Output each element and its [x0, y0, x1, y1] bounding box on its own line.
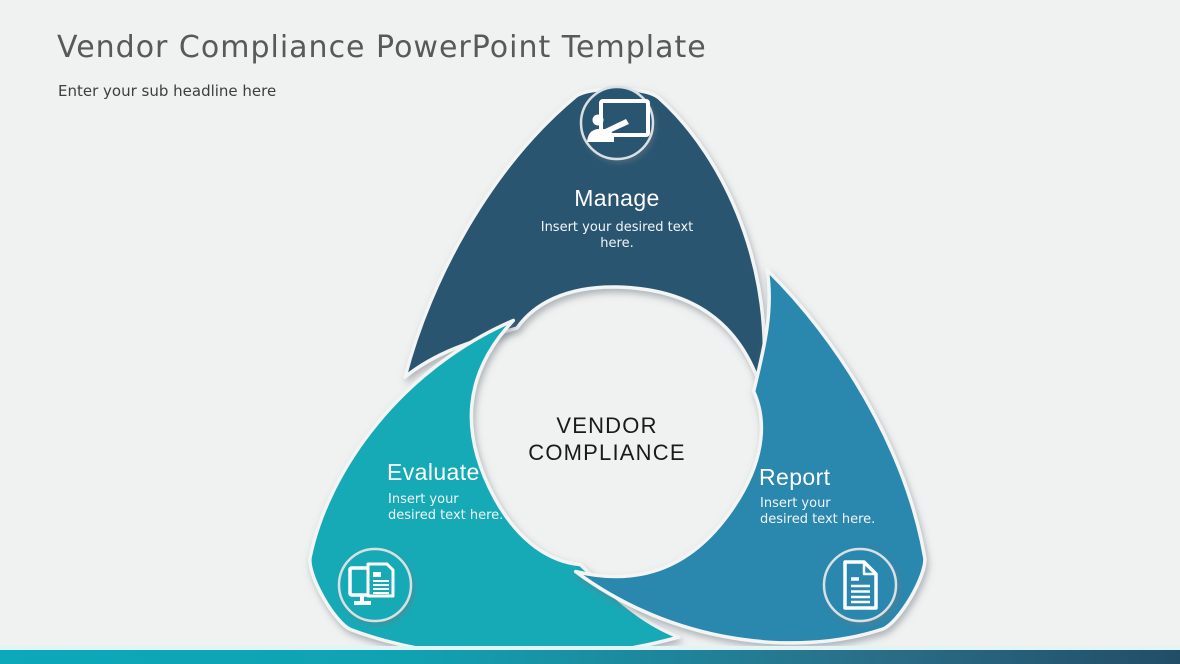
evaluate-desc-line1: Insert your	[388, 492, 459, 507]
segment-desc-report[interactable]: Insert your desired text here.	[760, 496, 875, 528]
segment-shape-report[interactable]	[573, 262, 1016, 664]
presenter-whiteboard-icon	[587, 99, 650, 142]
page-title[interactable]: Vendor Compliance PowerPoint Template	[57, 30, 707, 65]
monitor-document-icon	[348, 562, 395, 605]
segment-desc-evaluate[interactable]: Insert your desired text here.	[388, 492, 503, 524]
segment-label-report[interactable]: Report	[759, 464, 831, 490]
manage-icon-circle[interactable]	[579, 85, 655, 161]
footer-highlight-line	[0, 646, 1180, 650]
document-icon	[843, 560, 878, 610]
report-desc-line1: Insert your	[760, 496, 831, 511]
center-title-line1: VENDOR	[556, 413, 658, 438]
segment-label-manage[interactable]: Manage	[574, 185, 660, 211]
manage-desc-line2: here.	[600, 236, 634, 251]
footer-gradient-bar	[0, 650, 1180, 664]
report-desc-line2: desired text here.	[760, 512, 876, 527]
segment-desc-manage[interactable]: Insert your desired text here.	[487, 220, 747, 252]
segment-shape-manage[interactable]	[403, 87, 767, 394]
page-subtitle[interactable]: Enter your sub headline here	[58, 82, 277, 100]
center-title[interactable]: VENDOR COMPLIANCE	[477, 412, 737, 466]
evaluate-desc-line2: desired text here.	[388, 508, 504, 523]
segment-label-evaluate[interactable]: Evaluate	[387, 459, 480, 485]
manage-desc-line1: Insert your desired text	[540, 220, 694, 235]
center-title-line2: COMPLIANCE	[528, 440, 686, 465]
